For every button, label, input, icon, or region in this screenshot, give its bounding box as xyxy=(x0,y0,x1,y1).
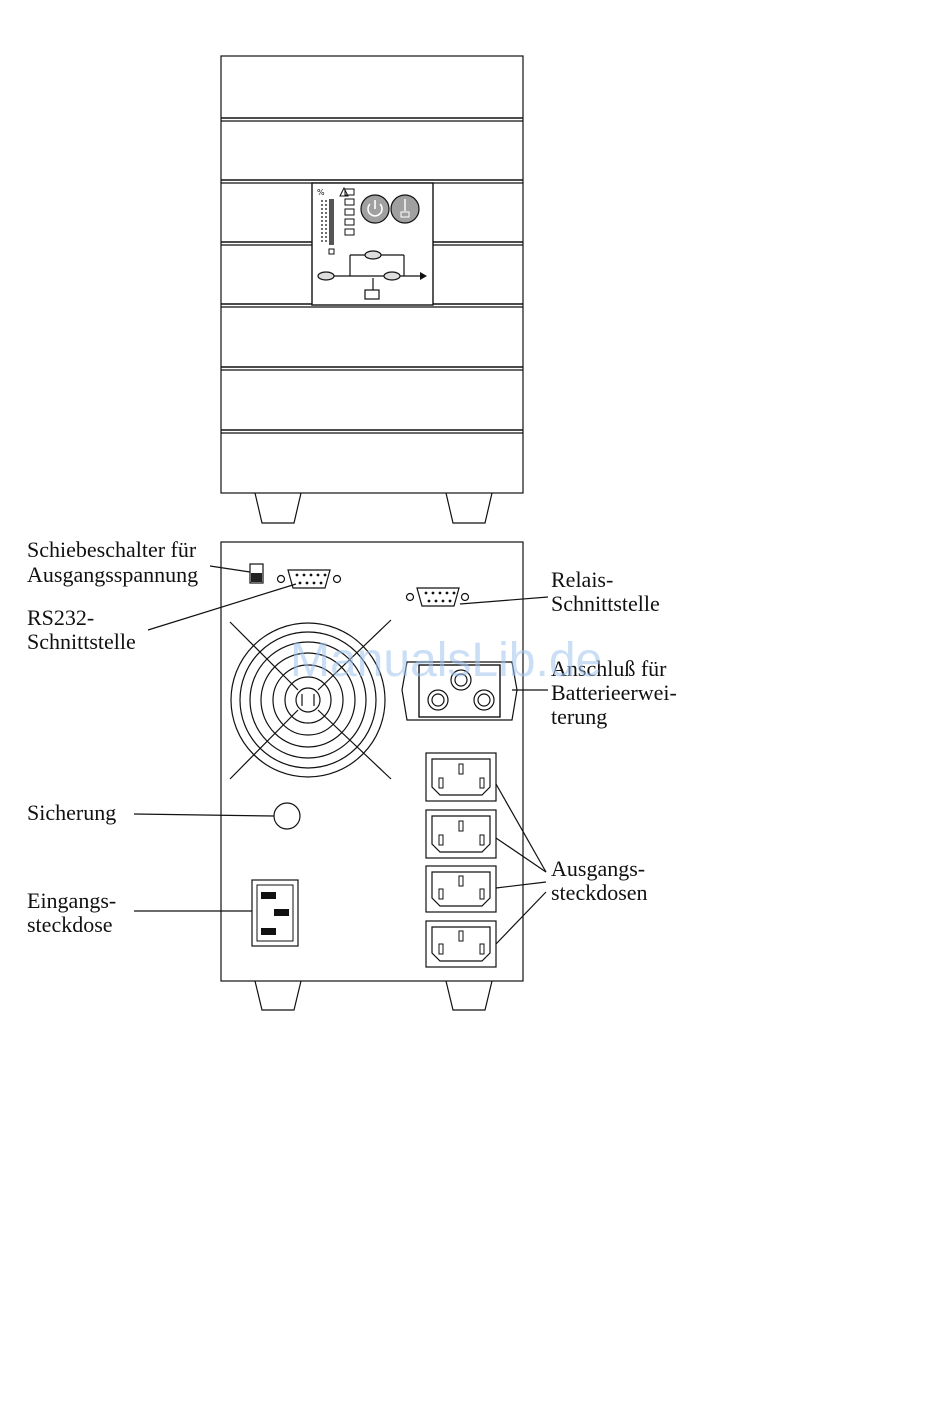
rs232-connector[interactable] xyxy=(278,570,341,588)
rear-foot-left xyxy=(255,981,301,1010)
output-voltage-slide-switch[interactable] xyxy=(250,564,263,583)
ups-front-view: % xyxy=(221,56,523,523)
output-socket[interactable] xyxy=(426,866,496,912)
label-slide-switch: Schiebeschalter für Ausgangsspannung xyxy=(27,537,202,587)
relay-connector[interactable] xyxy=(407,588,469,606)
fuse-holder[interactable] xyxy=(274,803,300,829)
front-foot-left xyxy=(255,493,301,523)
control-panel: % xyxy=(312,183,433,305)
inverter-led xyxy=(384,272,400,280)
output-socket[interactable] xyxy=(426,921,496,967)
output-socket[interactable] xyxy=(426,753,496,801)
label-rs232: RS232- Schnittstelle xyxy=(27,605,136,654)
label-input-socket: Eingangs- steckdose xyxy=(27,888,122,937)
power-button[interactable] xyxy=(361,195,389,223)
label-output-sockets: Ausgangs- steckdosen xyxy=(551,856,651,905)
label-relay: Relais- Schnittstelle xyxy=(551,567,660,616)
test-button[interactable] xyxy=(391,195,419,223)
mains-led xyxy=(318,272,334,280)
input-socket[interactable] xyxy=(252,880,298,946)
watermark: ManualsLib.de xyxy=(290,634,602,687)
ups-rear-view xyxy=(221,542,523,1010)
label-fuse: Sicherung xyxy=(27,800,116,825)
svg-text:%: % xyxy=(317,188,325,197)
front-foot-right xyxy=(446,493,492,523)
callout-labels: Schiebeschalter für Ausgangsspannung RS2… xyxy=(27,537,682,937)
output-socket[interactable] xyxy=(426,810,496,858)
bypass-led xyxy=(365,251,381,259)
rear-foot-right xyxy=(446,981,492,1010)
